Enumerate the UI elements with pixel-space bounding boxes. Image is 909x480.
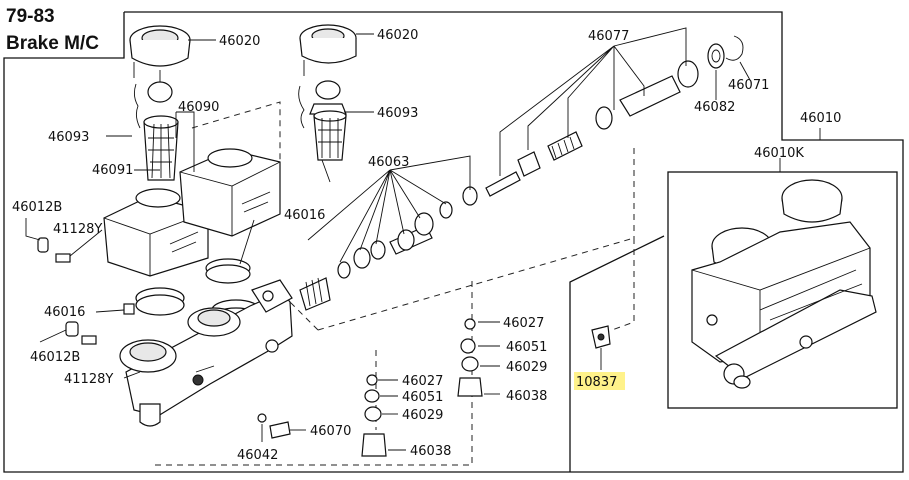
label-46010K: 46010K xyxy=(754,146,804,161)
leader-lines xyxy=(25,27,821,451)
label-46029-upper: 46029 xyxy=(506,360,547,375)
primary-piston-parts xyxy=(485,35,744,197)
label-46016-upper: 46016 xyxy=(284,208,325,223)
label-46051-upper: 46051 xyxy=(506,340,547,355)
label-46070: 46070 xyxy=(310,424,351,439)
label-46020-left: 46020 xyxy=(219,34,260,49)
reservoir-cap-left xyxy=(129,25,191,129)
label-46093-right: 46093 xyxy=(377,106,418,121)
strainer-left xyxy=(143,115,179,181)
master-cylinder-body xyxy=(119,279,293,427)
label-46029-lower: 46029 xyxy=(402,408,443,423)
label-41128Y-lower: 41128Y xyxy=(64,372,113,387)
label-46093-left: 46093 xyxy=(48,130,89,145)
label-46082: 46082 xyxy=(694,100,735,115)
label-46010: 46010 xyxy=(800,111,841,126)
part-labels: 46020 46020 46090 46093 46093 46091 4601… xyxy=(12,28,841,463)
label-46020-right: 46020 xyxy=(377,28,418,43)
strainer-right xyxy=(313,110,347,183)
label-46016-lower: 46016 xyxy=(44,305,85,320)
label-46038-upper: 46038 xyxy=(506,389,547,404)
label-46038-lower: 46038 xyxy=(410,444,451,459)
label-46091: 46091 xyxy=(92,163,133,178)
kit-inset-frame xyxy=(667,171,898,409)
label-46027-lower: 46027 xyxy=(402,374,443,389)
label-46012B-upper: 46012B xyxy=(12,200,62,215)
label-46051-lower: 46051 xyxy=(402,390,443,405)
label-46012B-lower: 46012B xyxy=(30,350,80,365)
label-46027-upper: 46027 xyxy=(503,316,544,331)
title-part-group: Brake M/C xyxy=(6,33,99,54)
main-assembly-frame xyxy=(3,11,904,473)
label-46077: 46077 xyxy=(588,29,629,44)
highlighted-part[interactable]: 10837 xyxy=(574,372,625,390)
secondary-piston-parts xyxy=(299,186,478,311)
label-46090: 46090 xyxy=(178,100,219,115)
check-valves-and-fittings xyxy=(37,237,611,457)
diagram-title: 79-83 Brake M/C xyxy=(6,6,99,54)
reservoir-front xyxy=(103,188,209,277)
label-46042: 46042 xyxy=(237,448,278,463)
kit-assembly-illustration xyxy=(691,179,877,389)
reservoir-rear xyxy=(179,148,281,237)
label-41128Y-upper: 41128Y xyxy=(53,222,102,237)
title-year-range: 79-83 xyxy=(6,6,55,27)
highlight-marker xyxy=(574,372,625,390)
label-46071: 46071 xyxy=(728,78,769,93)
reservoir-cap-right xyxy=(298,24,357,129)
label-10837-highlighted[interactable]: 10837 xyxy=(576,375,617,390)
label-46063: 46063 xyxy=(368,155,409,170)
